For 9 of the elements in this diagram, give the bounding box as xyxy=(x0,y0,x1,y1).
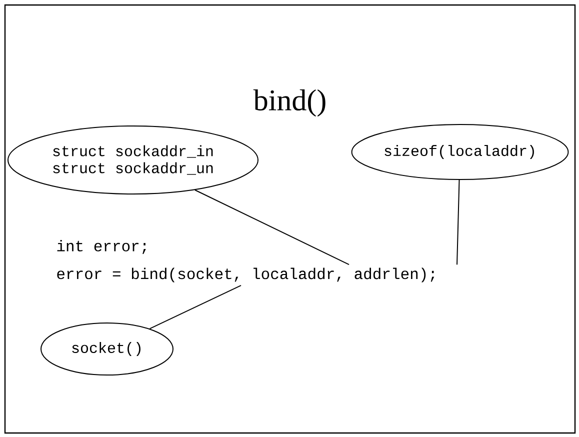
title: bind() xyxy=(253,89,326,117)
ellipse-callout: socket() xyxy=(40,322,174,376)
ellipse-callout: sizeof(localaddr) xyxy=(351,124,569,180)
ellipse-callout: struct sockaddr_in struct sockaddr_un xyxy=(8,126,258,194)
code-line: error = bind(socket, localaddr, addrlen); xyxy=(57,268,434,282)
code-line: int error; xyxy=(57,240,146,254)
leader-line xyxy=(194,190,350,266)
leader-line xyxy=(149,284,242,330)
leader-line xyxy=(456,180,460,266)
